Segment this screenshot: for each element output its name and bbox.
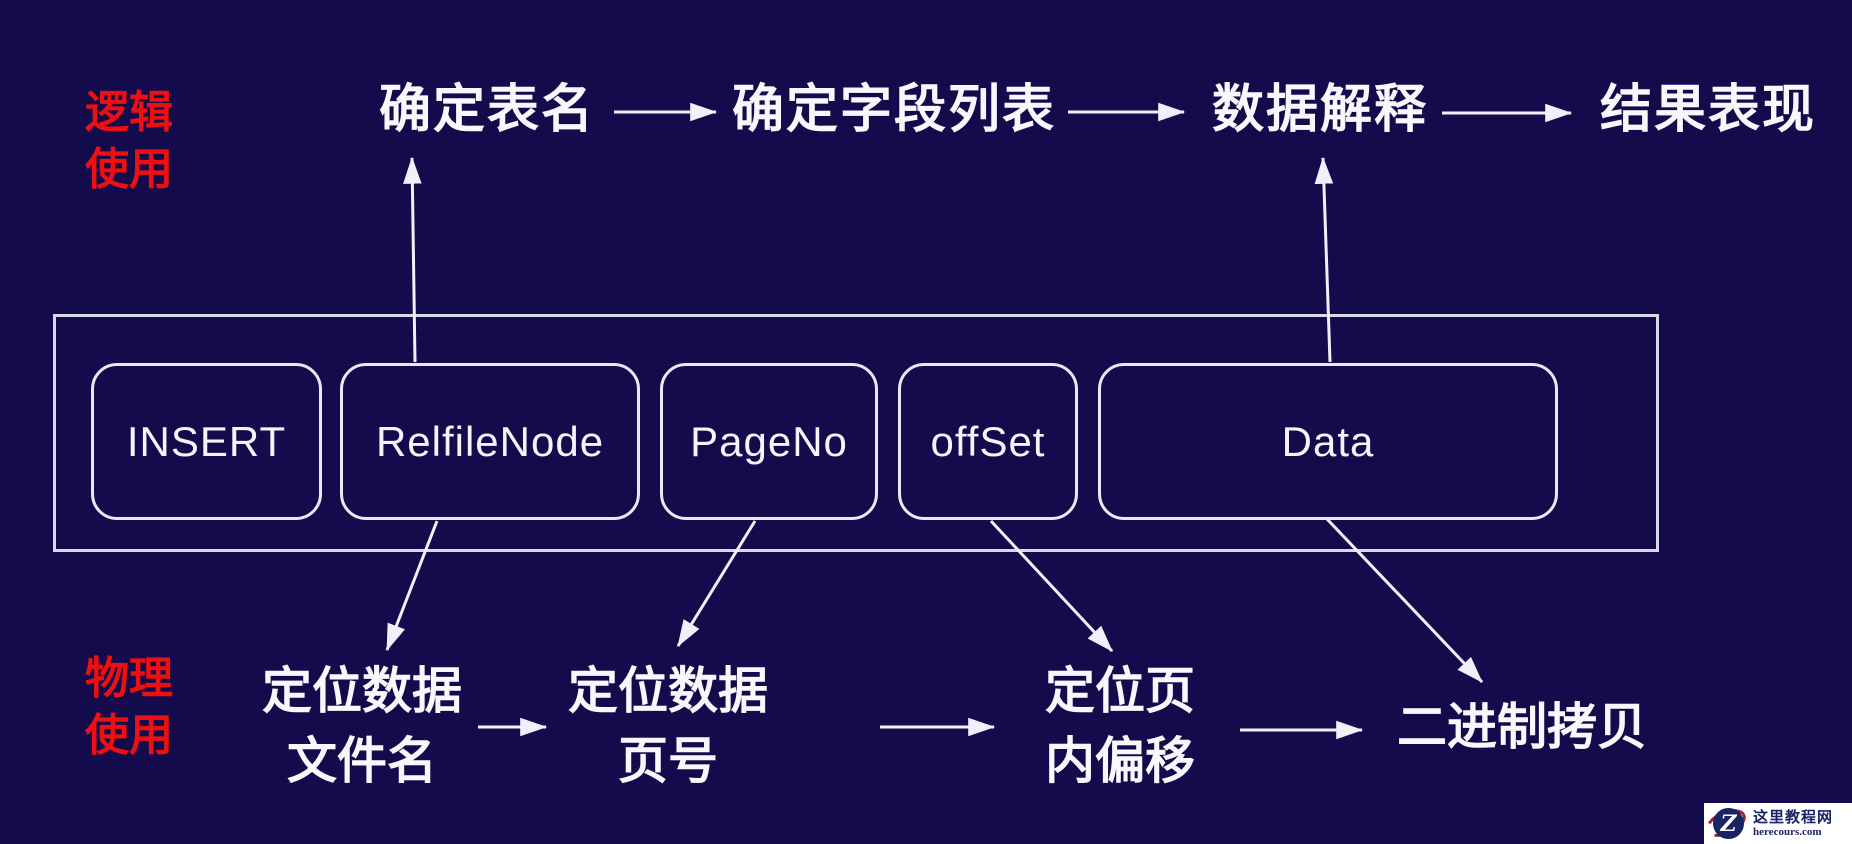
bottom-node-line: 文件名 xyxy=(287,732,437,790)
flow-step-define-table: 确定表名 xyxy=(378,80,596,140)
box-pageno: PageNo xyxy=(660,363,878,520)
site-logo: Z xyxy=(1704,803,1752,844)
bottom-node-line: 内偏移 xyxy=(1045,732,1195,790)
box-data: Data xyxy=(1098,363,1558,520)
record-container xyxy=(53,314,1659,552)
physical-usage-label: 物理 使用 xyxy=(85,653,173,761)
flow-step-result-present: 结果表现 xyxy=(1599,80,1817,140)
flow-step-data-interpret: 数据解释 xyxy=(1211,80,1429,140)
site-name: 这里教程网 xyxy=(1753,808,1834,826)
bottom-node-line: 二进制拷贝 xyxy=(1397,698,1647,756)
bottom-node-locate-offset: 定位页 内偏移 xyxy=(1045,656,1195,796)
bottom-node-line: 定位页 xyxy=(1045,662,1195,720)
flow-step-define-fields: 确定字段列表 xyxy=(731,80,1057,140)
site-watermark: Z 这里教程网 herecours.com xyxy=(1704,803,1852,844)
site-url: herecours.com xyxy=(1753,826,1822,838)
bottom-node-line: 页号 xyxy=(618,732,718,790)
box-offset: offSet xyxy=(898,363,1078,520)
bottom-node-line: 定位数据 xyxy=(262,662,462,720)
logical-usage-label: 逻辑 使用 xyxy=(85,87,173,195)
bottom-node-locate-page: 定位数据 页号 xyxy=(568,656,768,796)
bottom-node-locate-file: 定位数据 文件名 xyxy=(262,656,462,796)
watermark-text: 这里教程网 herecours.com xyxy=(1753,808,1833,839)
logo-circle-icon: Z xyxy=(1713,808,1744,839)
box-insert: INSERT xyxy=(91,363,322,520)
bottom-node-line: 定位数据 xyxy=(568,662,768,720)
bottom-node-binary-copy: 二进制拷贝 xyxy=(1397,692,1647,762)
box-relfilenode: RelfileNode xyxy=(340,363,640,520)
